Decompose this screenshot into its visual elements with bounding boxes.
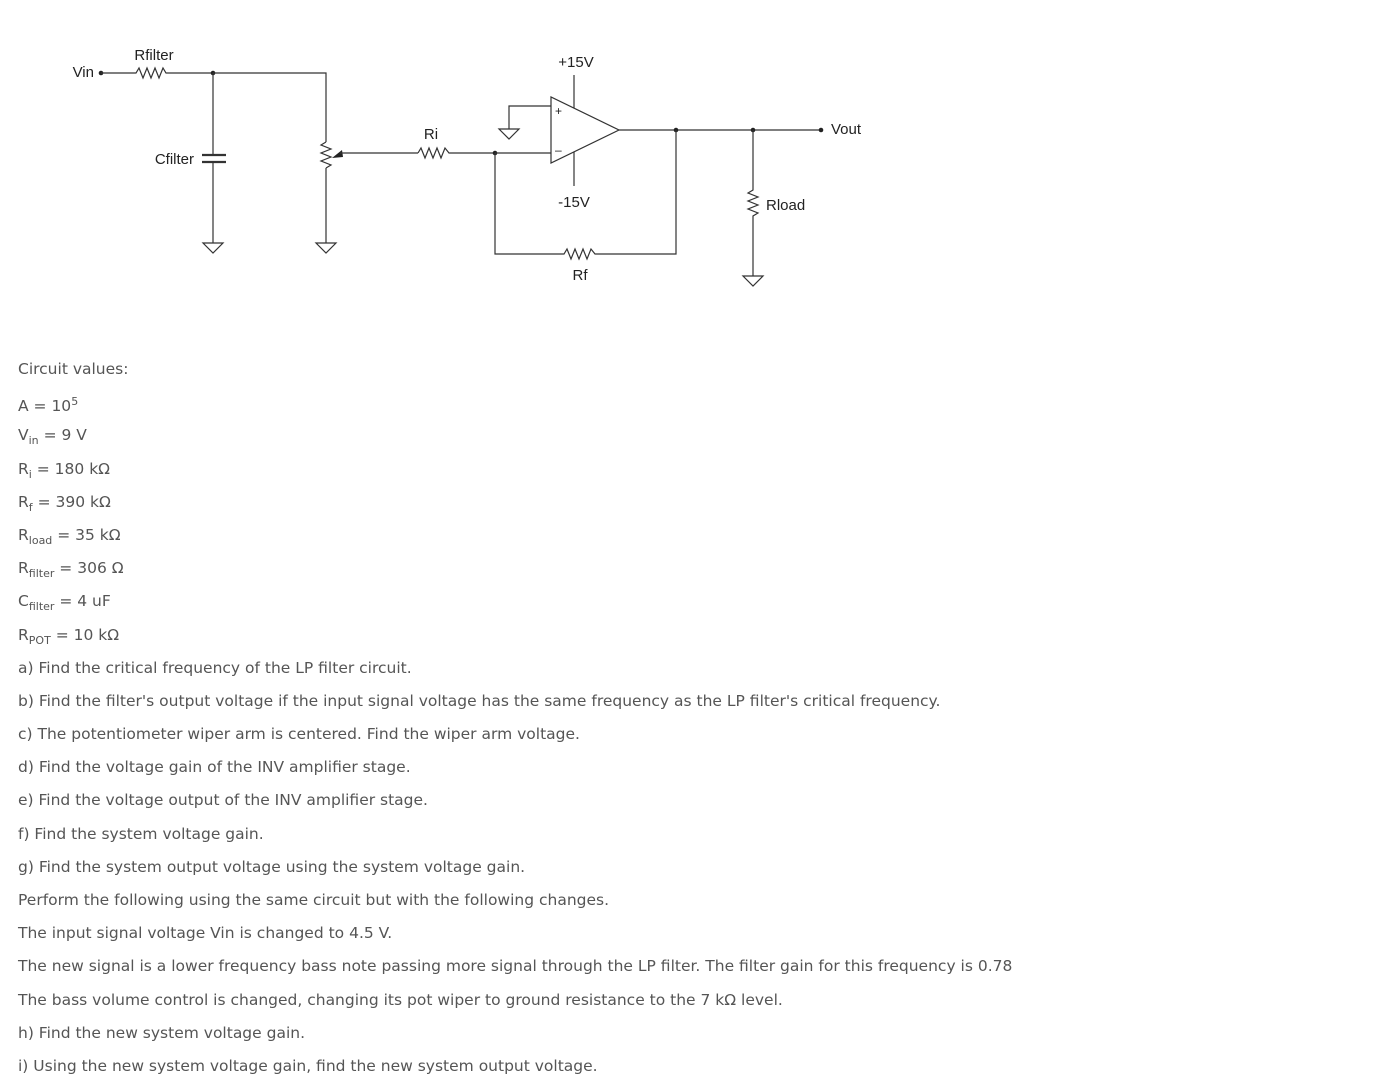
value-name: R xyxy=(18,459,29,478)
supply-positive-label: +15V xyxy=(558,54,593,71)
value-vin: Vin = 9 V xyxy=(18,422,1012,455)
op-amp-plus: + xyxy=(555,104,562,118)
question-f: f) Find the system voltage gain. xyxy=(18,824,264,843)
value-text: = 10 kΩ xyxy=(50,625,120,644)
problem-text: Circuit values: A = 105 Vin = 9 V Ri = 1… xyxy=(18,356,1012,1086)
circuit-values-heading: Circuit values: xyxy=(18,360,129,378)
question-g: g) Find the system output voltage using … xyxy=(18,857,526,876)
value-rfilter: Rfilter = 306 Ω xyxy=(18,555,1012,588)
value-open-loop-gain: A = 105 xyxy=(18,389,1012,422)
value-name: R xyxy=(18,625,29,644)
question-c: c) The potentiometer wiper arm is center… xyxy=(18,725,580,744)
cfilter-label: Cfilter xyxy=(155,151,194,168)
value-subscript: in xyxy=(28,434,39,448)
value-text: = 35 kΩ xyxy=(52,525,121,544)
question-e: e) Find the voltage output of the INV am… xyxy=(18,791,428,810)
value-rload: Rload = 35 kΩ xyxy=(18,522,1012,555)
ground-symbol-cfilter xyxy=(201,242,225,254)
ri-resistor xyxy=(417,146,495,160)
value-name: R xyxy=(18,525,29,544)
value-subscript: load xyxy=(28,533,53,547)
question-b: b) Find the filter's output voltage if t… xyxy=(18,691,941,710)
change-pot: The bass volume control is changed, chan… xyxy=(18,990,783,1009)
value-subscript: filter xyxy=(28,567,55,581)
rload-resistor xyxy=(746,130,760,276)
value-text: = 306 Ω xyxy=(54,559,124,578)
value-name: R xyxy=(18,559,29,578)
question-d: d) Find the voltage gain of the INV ampl… xyxy=(18,758,411,777)
pot-wiper-arrow xyxy=(332,150,343,158)
value-text: = 390 kΩ xyxy=(32,492,111,511)
value-name: R xyxy=(18,492,29,511)
question-a: a) Find the critical frequency of the LP… xyxy=(18,658,412,677)
ri-label: Ri xyxy=(424,126,438,143)
value-cfilter: Cfilter = 4 uF xyxy=(18,588,1012,621)
ground-symbol-pot xyxy=(314,242,338,254)
value-subscript: filter xyxy=(28,600,55,614)
value-subscript: POT xyxy=(28,633,51,647)
value-subscript: i xyxy=(28,467,32,481)
rfilter-resistor xyxy=(101,66,213,80)
change-filter-gain: The new signal is a lower frequency bass… xyxy=(18,957,1013,976)
value-text: = 9 V xyxy=(38,426,87,445)
vin-label: Vin xyxy=(73,64,94,81)
value-name: A xyxy=(18,397,29,416)
value-ri: Ri = 180 kΩ xyxy=(18,456,1012,489)
ground-symbol-noninverting xyxy=(497,128,521,140)
question-h: h) Find the new system voltage gain. xyxy=(18,1023,306,1042)
potentiometer xyxy=(319,141,333,169)
noninverting-input-wire xyxy=(508,105,551,129)
vout-label: Vout xyxy=(831,121,862,138)
rfilter-label: Rfilter xyxy=(134,47,173,64)
instruction-changes: Perform the following using the same cir… xyxy=(18,891,610,909)
vout-terminal xyxy=(818,127,824,133)
op-amp-minus: – xyxy=(555,143,562,157)
rf-feedback-resistor xyxy=(494,130,677,261)
change-vin: The input signal voltage Vin is changed … xyxy=(18,924,393,943)
pot-wire-top xyxy=(213,72,327,142)
value-name: V xyxy=(18,426,29,445)
op-amp xyxy=(550,96,621,164)
value-text: = 180 kΩ xyxy=(31,459,111,478)
value-text: = 10 xyxy=(28,397,72,416)
supply-negative-label: -15V xyxy=(558,194,590,211)
value-rf: Rf = 390 kΩ xyxy=(18,489,1012,522)
ground-symbol-rload xyxy=(741,275,765,287)
circuit-schematic: Vin Rfilter Cfilter Ri + – +15V -15V Vou… xyxy=(73,47,862,287)
question-i: i) Using the new system voltage gain, fi… xyxy=(18,1056,598,1075)
rf-label: Rf xyxy=(573,267,589,284)
value-name: C xyxy=(18,592,29,611)
value-subscript: f xyxy=(28,500,33,514)
rload-label: Rload xyxy=(766,197,805,214)
value-rpot: RPOT = 10 kΩ xyxy=(18,622,1012,655)
value-exponent: 5 xyxy=(71,395,79,409)
value-text: = 4 uF xyxy=(54,592,111,611)
